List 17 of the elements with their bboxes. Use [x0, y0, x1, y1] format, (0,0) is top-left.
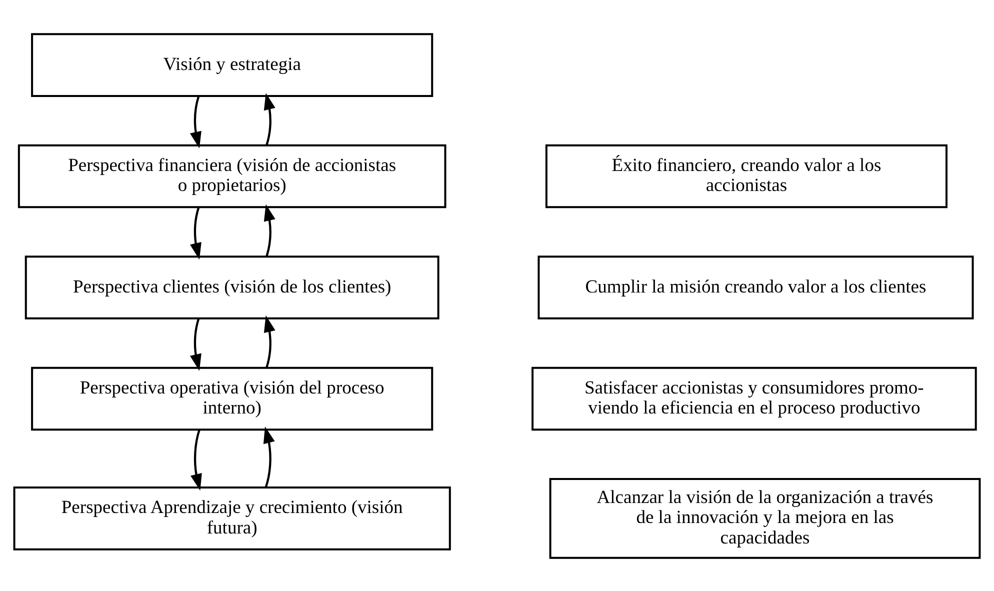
arrow [264, 314, 276, 368]
arrow [263, 426, 275, 488]
arrow [190, 206, 202, 260]
arrow [264, 204, 276, 256]
arrow [190, 95, 202, 148]
node-box: Satisfacer accionistas y consumidores promo- viendo la eficiencia en el proceso productivo [532, 366, 977, 430]
node-box: Perspectiva operativa (visión del proceso interno) [31, 366, 434, 430]
arrow [190, 318, 202, 370]
node-box: Éxito financiero, creando valor a los accionistas [545, 144, 948, 208]
node-box: Cumplir la misión creando valor a los clientes [538, 255, 974, 319]
node-box: Perspectiva Aprendizaje y crecimiento (visión futura) [13, 486, 451, 550]
node-box: Perspectiva financiera (visión de accionistas o propietarios) [18, 144, 446, 208]
arrow [190, 428, 202, 490]
node-box: Alcanzar la visión de la organización a través de la innovación y la mejora en las capacidades [549, 478, 981, 558]
node-box: Visión y estrategia [31, 32, 434, 96]
arrow [264, 92, 276, 146]
node-box: Perspectiva clientes (visión de los clientes) [24, 255, 440, 319]
